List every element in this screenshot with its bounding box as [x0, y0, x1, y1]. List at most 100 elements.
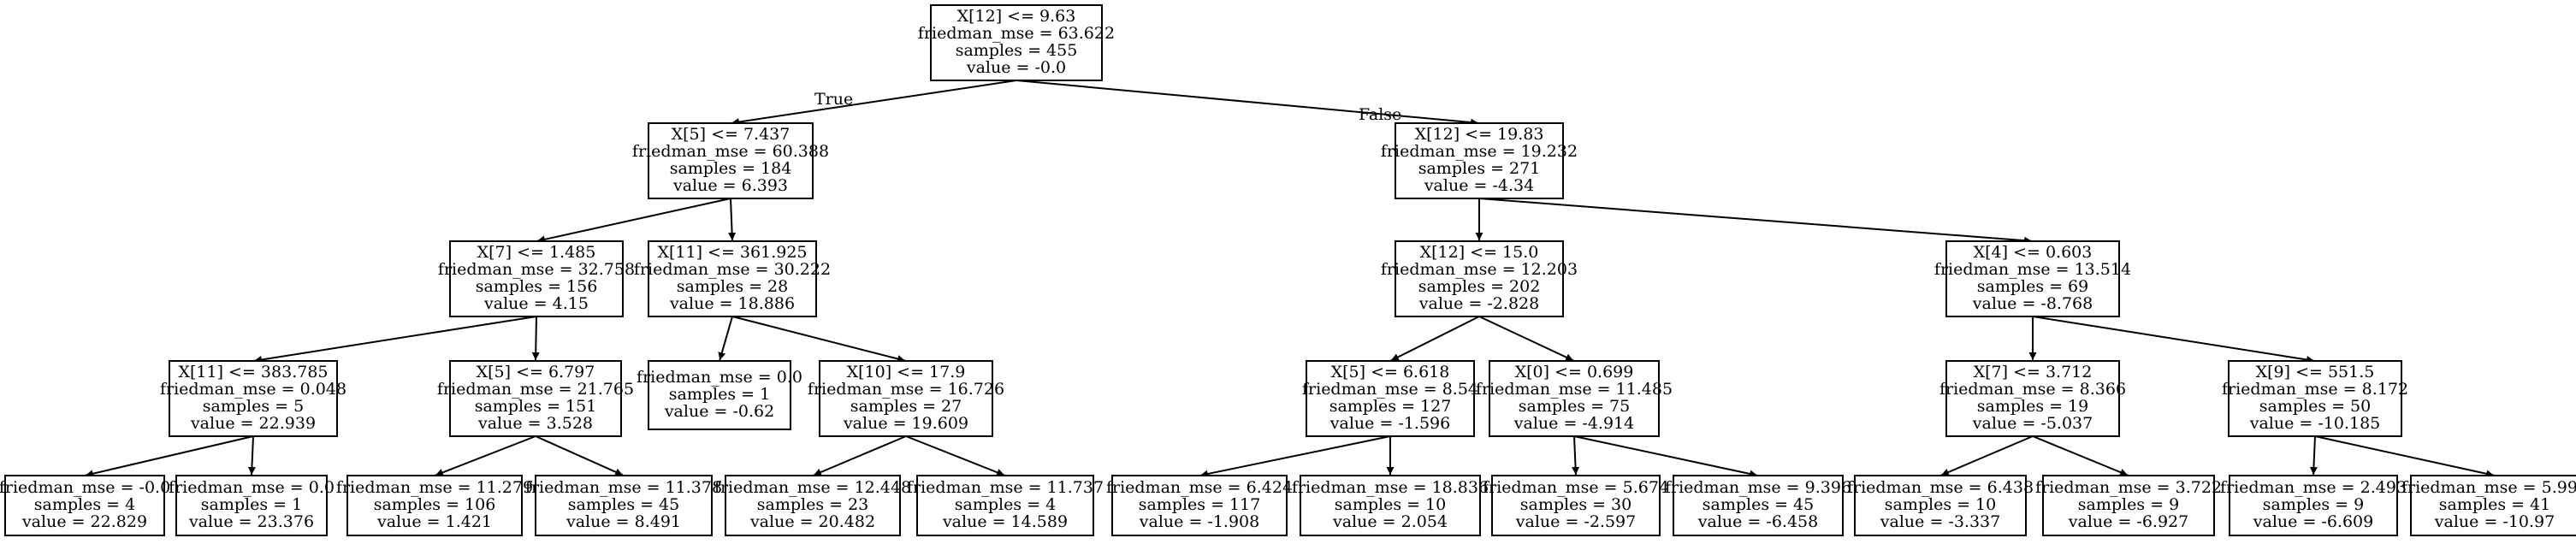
tree-edge-n9-n10: [718, 316, 733, 361]
node-line: value = -1.596: [1329, 414, 1450, 433]
node-box: [1489, 360, 1660, 437]
node-line: samples = 5: [203, 397, 304, 416]
node-box: [648, 360, 791, 430]
node-line: X[10] <= 17.9: [847, 363, 966, 381]
node-box: [916, 475, 1094, 536]
node-line: X[9] <= 551.5: [2256, 363, 2375, 381]
tree-edge-n23-n24: [1940, 435, 2034, 476]
node-line: value = -4.914: [1513, 414, 1634, 433]
node-line: value = 19.609: [843, 414, 968, 433]
node-box: [1945, 240, 2120, 317]
tree-edge-n1-n9: [728, 198, 737, 241]
tree-edge-n0-n1: [731, 80, 1017, 126]
tree-edge-n23-n25: [2032, 435, 2129, 476]
node-line: friedman_mse = 5.674: [1483, 478, 1669, 497]
node-box: [2042, 475, 2215, 536]
tree-edge-n14-n22: [1478, 198, 2033, 245]
node-box: [169, 360, 338, 437]
node-line: value = 22.939: [190, 414, 316, 433]
node-line: X[7] <= 3.712: [1974, 363, 2093, 381]
node-line: friedman_mse = 18.836: [1292, 478, 1489, 497]
node-line: X[12] <= 9.63: [957, 7, 1076, 26]
node-line: friedman_mse = 2.493: [2220, 478, 2407, 497]
node-line: X[0] <= 0.699: [1515, 363, 1634, 381]
tree-edge-n19-n21: [1573, 435, 1758, 478]
node-line: value = -8.768: [1972, 294, 2093, 313]
node-line: friedman_mse = 3.722: [2035, 478, 2222, 497]
node-line: samples = 41: [2439, 495, 2551, 514]
node-line: samples = 1: [201, 495, 302, 514]
node-line: samples = 156: [476, 277, 598, 296]
node-line: value = -10.97: [2434, 512, 2555, 531]
node-line: friedman_mse = 9.396: [1665, 478, 1851, 497]
edge-label-false: False: [1359, 105, 1401, 124]
node-line: samples = 28: [677, 277, 789, 296]
node-line: samples = 127: [1329, 397, 1452, 416]
node-line: value = -2.828: [1418, 294, 1539, 313]
node-line: samples = 4: [34, 495, 135, 514]
node-box: [4, 475, 165, 536]
node-line: X[11] <= 383.785: [178, 363, 328, 381]
node-line: value = 3.528: [477, 414, 593, 433]
edge-label-true: True: [814, 90, 853, 109]
tree-edge-n16-n17: [1199, 435, 1391, 478]
node-line: samples = 184: [670, 159, 792, 178]
node-line: value = 18.886: [669, 294, 795, 313]
node-line: value = -6.458: [1697, 512, 1818, 531]
node-box: [2229, 475, 2398, 536]
node-box: [175, 475, 328, 536]
node-line: samples = 27: [850, 397, 962, 416]
node-line: X[12] <= 15.0: [1420, 243, 1539, 262]
node-line: samples = 455: [956, 41, 1078, 60]
node-line: friedman_mse = 12.203: [1381, 260, 1578, 279]
node-line: X[12] <= 19.83: [1415, 125, 1544, 144]
tree-edge-n0-n14: [1016, 80, 1479, 127]
node-line: samples = 10: [1335, 495, 1447, 514]
node-line: samples = 45: [568, 495, 680, 514]
node-box: [648, 240, 817, 317]
node-line: samples = 50: [2259, 397, 2372, 416]
node-box: [1673, 475, 1844, 536]
tree-edge-n1-n2: [536, 198, 731, 244]
node-line: samples = 10: [1885, 495, 1997, 514]
node-line: friedman_mse = 0.0: [169, 478, 335, 497]
node-box: [1111, 475, 1288, 536]
node-box: [2410, 475, 2576, 536]
node-box: [1300, 475, 1481, 536]
tree-edge-n26-n28: [2314, 435, 2495, 478]
node-line: friedman_mse = 11.485: [1476, 380, 1673, 399]
node-line: X[7] <= 1.485: [477, 243, 596, 262]
tree-edge-n9-n11: [731, 316, 906, 363]
node-box: [346, 475, 523, 536]
node-line: samples = 45: [1703, 495, 1815, 514]
tree-edge-n3-n4: [85, 435, 254, 478]
node-line: value = -1.908: [1139, 512, 1259, 531]
tree-edge-n11-n12: [813, 435, 907, 476]
node-line: value = 1.421: [376, 512, 492, 531]
node-box: [1395, 122, 1564, 199]
node-line: friedman_mse = 8.366: [1939, 380, 2126, 399]
node-line: samples = 23: [757, 495, 869, 514]
node-line: X[11] <= 361.925: [657, 243, 807, 262]
node-line: value = 6.393: [672, 176, 788, 195]
node-box: [648, 122, 814, 199]
node-line: value = -4.34: [1424, 176, 1534, 195]
tree-edge-n6-n7: [435, 435, 536, 476]
node-box: [2228, 360, 2402, 437]
node-line: friedman_mse = 6.424: [1106, 478, 1293, 497]
